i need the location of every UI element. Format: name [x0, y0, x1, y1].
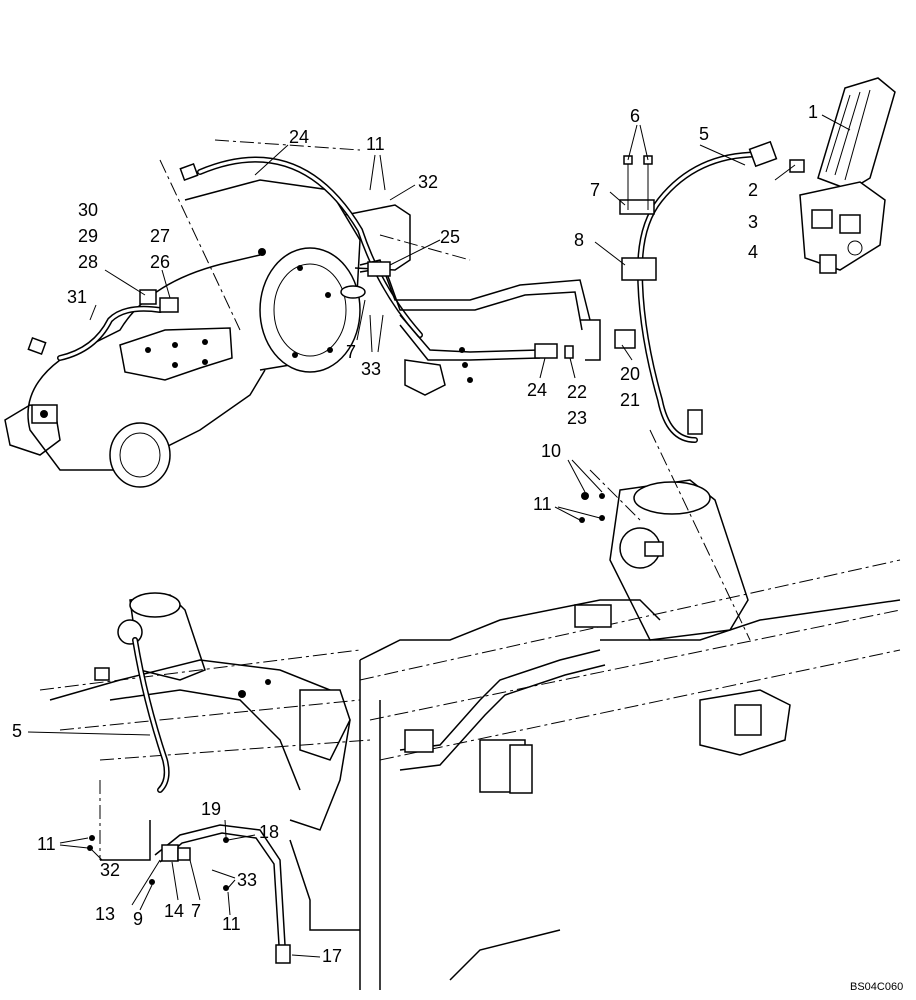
callout-24: 24 — [289, 127, 309, 147]
axle-housing — [4, 139, 471, 488]
callout-5: 5 — [12, 721, 22, 741]
callout-11: 11 — [533, 494, 552, 514]
callout-28: 28 — [78, 252, 98, 272]
hose-31-assembly — [27, 289, 179, 361]
callout-4: 4 — [748, 242, 758, 262]
hose-24-upper — [179, 156, 423, 338]
callout-10: 10 — [541, 441, 561, 461]
callout-21: 21 — [620, 390, 640, 410]
callout-11: 11 — [366, 134, 385, 154]
figure-code: BS04C060 — [850, 981, 903, 993]
callout-23: 23 — [567, 408, 587, 428]
brake-pedal-valve — [789, 77, 896, 274]
callout-6: 6 — [630, 106, 640, 126]
callout-27: 27 — [150, 226, 170, 246]
callout-labels: 1 2 3 4 5 5 6 7 7 7 8 9 10 11 11 11 11 1… — [12, 102, 903, 993]
callout-30: 30 — [78, 200, 98, 220]
callout-22: 22 — [567, 382, 587, 402]
callout-7: 7 — [191, 901, 201, 921]
callout-17: 17 — [322, 946, 342, 966]
frame-right — [359, 429, 901, 990]
callout-11: 11 — [37, 834, 56, 854]
callout-26: 26 — [150, 252, 170, 272]
callout-7: 7 — [590, 180, 600, 200]
callout-31: 31 — [67, 287, 87, 307]
callout-25: 25 — [440, 227, 460, 247]
callout-9: 9 — [133, 909, 143, 929]
callout-19: 19 — [201, 799, 221, 819]
hose-5-right — [619, 140, 778, 443]
callout-8: 8 — [574, 230, 584, 250]
callout-14: 14 — [164, 901, 184, 921]
callout-33: 33 — [237, 870, 257, 890]
callout-29: 29 — [78, 226, 98, 246]
callout-11: 11 — [222, 914, 241, 934]
callout-2: 2 — [748, 180, 758, 200]
callout-32: 32 — [418, 172, 438, 192]
frame-left — [39, 592, 371, 964]
callout-32: 32 — [100, 860, 120, 880]
callout-33: 33 — [361, 359, 381, 379]
callout-3: 3 — [748, 212, 758, 232]
center-tubes — [340, 259, 636, 396]
callout-18: 18 — [259, 822, 279, 842]
callout-5: 5 — [699, 124, 709, 144]
callout-24: 24 — [527, 380, 547, 400]
callout-20: 20 — [620, 364, 640, 384]
leader-lines — [27, 114, 851, 958]
callout-7: 7 — [346, 342, 356, 362]
callout-13: 13 — [95, 904, 115, 924]
callout-1: 1 — [808, 102, 818, 122]
